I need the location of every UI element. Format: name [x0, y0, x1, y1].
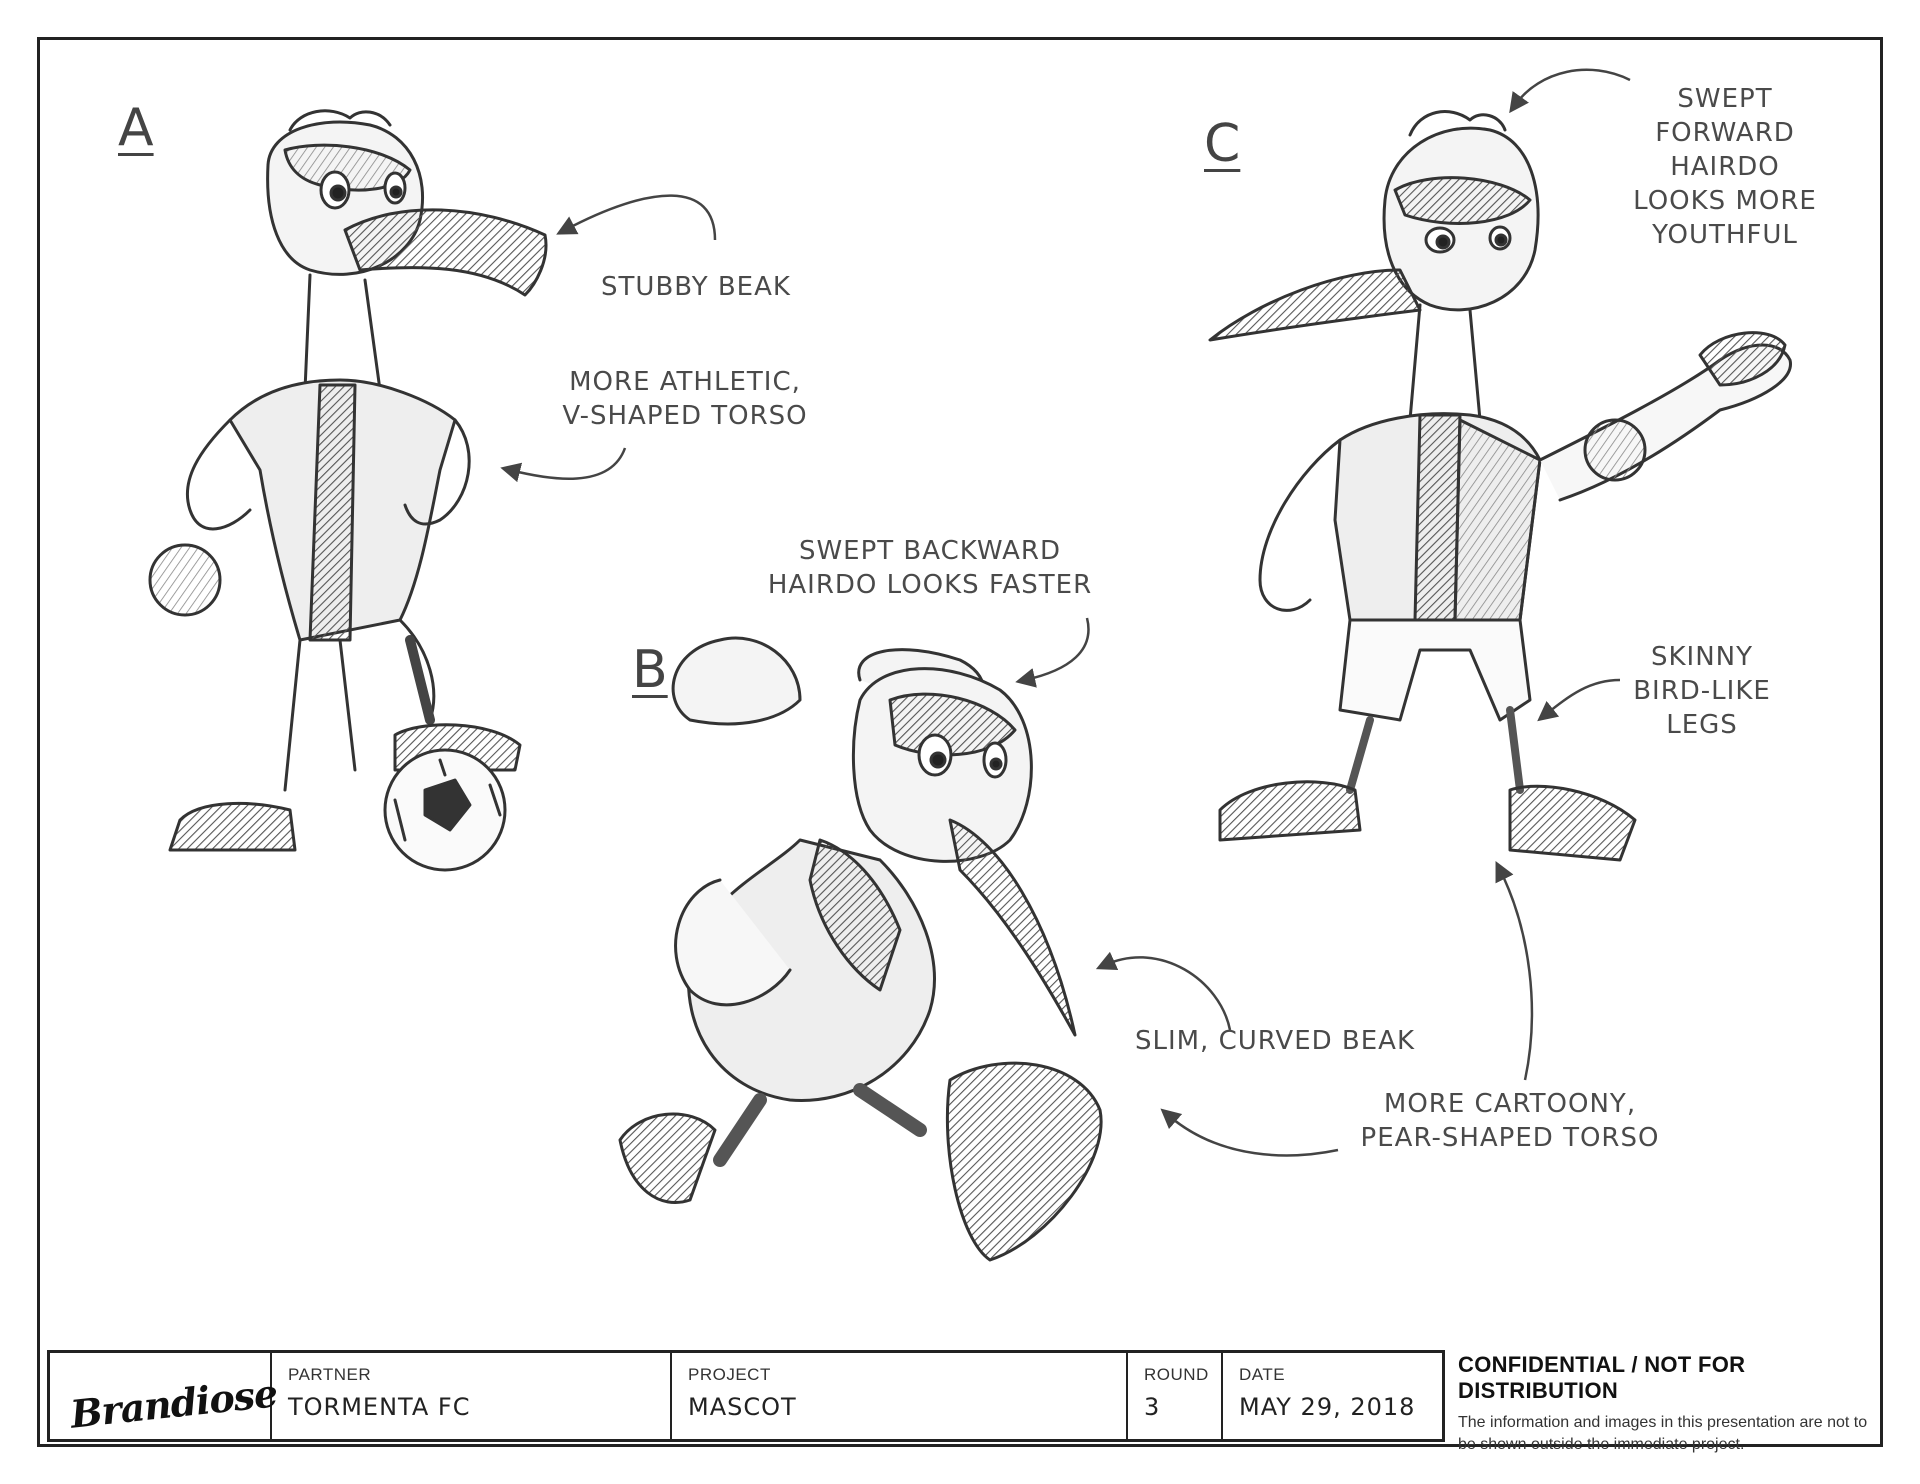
note-swept-backward: Swept Backward Hairdo Looks Faster	[740, 534, 1120, 602]
confidential-notice: CONFIDENTIAL / NOT FOR DISTRIBUTION The …	[1458, 1352, 1878, 1456]
project-cell: Project Mascot	[672, 1353, 1128, 1439]
partner-label: Partner	[288, 1365, 372, 1384]
variant-label-a: A	[118, 98, 154, 158]
mascot-c-sketch	[1208, 110, 1792, 862]
note-skinny-legs-line2: Bird-Like	[1633, 676, 1771, 706]
mascot-a-sketch	[148, 109, 548, 872]
note-swept-forward: Swept Forward Hairdo Looks More Youthful	[1615, 82, 1835, 252]
round-label: Round	[1144, 1365, 1209, 1384]
round-cell: Round 3	[1128, 1353, 1223, 1439]
partner-value: Tormenta FC	[288, 1393, 471, 1421]
note-swept-forward-line2: Forward	[1655, 118, 1795, 148]
variant-label-c: C	[1204, 114, 1241, 174]
partner-cell: Partner Tormenta FC	[272, 1353, 672, 1439]
round-value: 3	[1144, 1393, 1161, 1421]
brandiose-logo: Brandiose	[68, 1370, 280, 1437]
note-cartoony-torso-line1: More Cartoony,	[1383, 1089, 1637, 1119]
date-label: Date	[1239, 1365, 1286, 1384]
note-swept-forward-line3: Hairdo	[1670, 152, 1780, 182]
note-athletic-torso-line2: V-Shaped Torso	[562, 401, 808, 431]
logo-cell: Brandiose	[50, 1353, 279, 1439]
confidential-title: CONFIDENTIAL / NOT FOR DISTRIBUTION	[1458, 1352, 1746, 1403]
note-slim-beak: Slim, Curved Beak	[1134, 1026, 1416, 1056]
note-skinny-legs-line3: Legs	[1666, 710, 1738, 740]
note-skinny-legs-line1: Skinny	[1650, 642, 1753, 672]
variant-label-b: B	[632, 640, 668, 700]
note-swept-backward-line2: Hairdo Looks Faster	[767, 570, 1093, 600]
note-cartoony-torso-line2: Pear-Shaped Torso	[1360, 1123, 1660, 1153]
project-label: Project	[688, 1365, 771, 1384]
note-swept-backward-line1: Swept Backward	[798, 536, 1062, 566]
confidential-text: The information and images in this prese…	[1458, 1414, 1868, 1453]
date-value: May 29, 2018	[1239, 1393, 1416, 1421]
note-athletic-torso-line1: More Athletic,	[569, 367, 801, 397]
note-stubby-beak: Stubby Beak	[601, 272, 791, 302]
mascot-b-sketch	[618, 636, 1103, 1262]
title-block: Brandiose Partner Tormenta FC Project Ma…	[47, 1350, 1445, 1442]
project-value: Mascot	[688, 1393, 797, 1421]
note-swept-forward-line1: Swept	[1677, 84, 1773, 114]
note-athletic-torso: More Athletic, V-Shaped Torso	[550, 365, 820, 433]
note-cartoony-torso: More Cartoony, Pear-Shaped Torso	[1355, 1087, 1665, 1155]
note-skinny-legs: Skinny Bird-Like Legs	[1612, 640, 1792, 742]
note-swept-forward-line4: Looks More	[1633, 186, 1817, 216]
note-swept-forward-line5: Youthful	[1652, 220, 1798, 250]
annotation-arrows	[500, 68, 1631, 1157]
date-cell: Date May 29, 2018	[1223, 1353, 1442, 1439]
